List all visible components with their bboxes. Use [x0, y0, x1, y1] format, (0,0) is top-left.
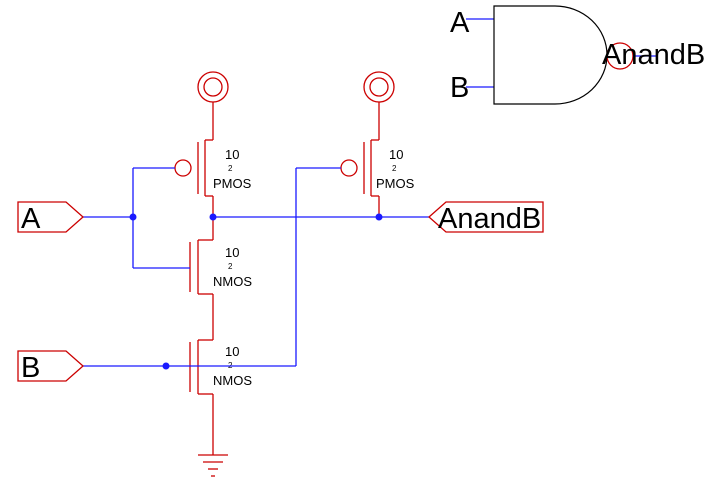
gate-input-a-label: A [450, 7, 470, 39]
pmos-a-transistor[interactable]: 10 2 PMOS [174, 139, 252, 217]
nmos-a-width: 10 [225, 245, 239, 260]
pmos-b-transistor[interactable]: 10 2 PMOS [340, 139, 415, 217]
input-port-a[interactable]: A [17, 201, 84, 235]
input-port-b[interactable]: B [17, 350, 84, 384]
nand-gate-symbol[interactable]: A B AnandB [450, 5, 705, 105]
gate-output-label: AnandB [602, 39, 705, 71]
output-port[interactable]: AnandB [428, 201, 544, 235]
pmos-b-type: PMOS [376, 176, 415, 191]
pmos-b-length: 2 [392, 164, 397, 173]
pmos-a-type: PMOS [213, 176, 252, 191]
pmos-b-width: 10 [389, 147, 403, 162]
gate-body [493, 5, 608, 105]
signal-wires [83, 167, 429, 370]
nmos-b-width: 10 [225, 344, 239, 359]
nmos-a-type: NMOS [213, 274, 252, 289]
nmos-b-transistor[interactable]: 10 2 NMOS [189, 339, 252, 455]
gate-input-b-label: B [450, 72, 469, 104]
nmos-b-type: NMOS [213, 373, 252, 388]
output-port-label: AnandB [438, 203, 541, 235]
ground-symbol [198, 454, 228, 477]
input-port-b-label: B [21, 352, 40, 384]
vdd-supply-left [197, 71, 229, 140]
vdd-supply-right [363, 71, 395, 140]
nmos-a-length: 2 [228, 262, 233, 271]
input-port-a-label: A [21, 203, 41, 235]
pmos-a-width: 10 [225, 147, 239, 162]
pmos-a-length: 2 [228, 164, 233, 173]
nmos-a-transistor[interactable]: 10 2 NMOS [189, 217, 252, 340]
